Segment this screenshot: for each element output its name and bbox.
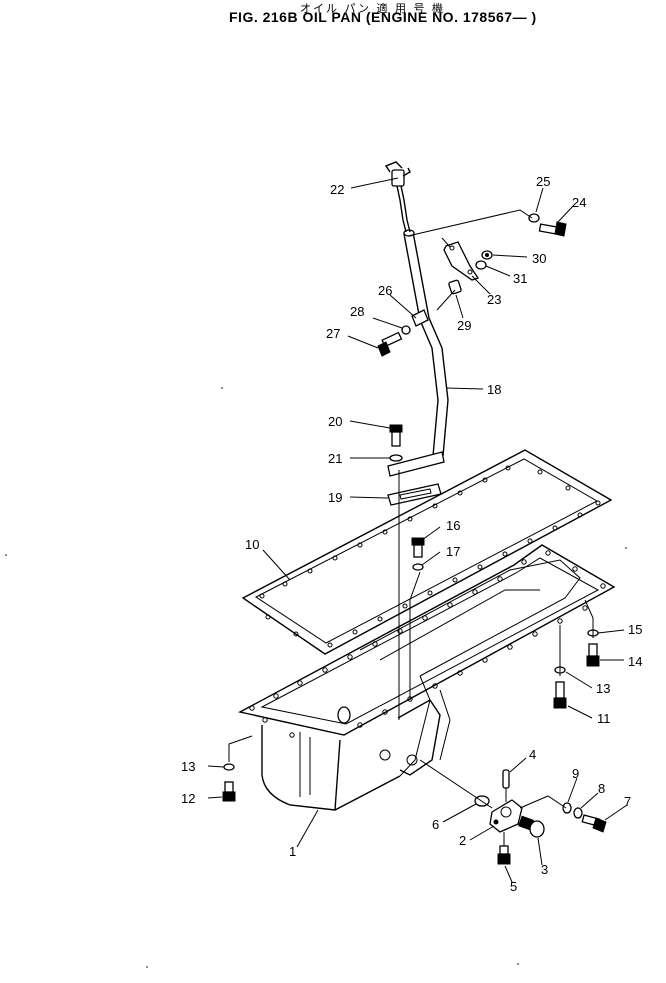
nut-30 xyxy=(481,250,493,260)
spacer xyxy=(448,279,462,295)
washer-17 xyxy=(412,563,424,571)
callout-4: 4 xyxy=(529,747,536,762)
callout-14: 14 xyxy=(628,654,642,669)
callout-29: 29 xyxy=(457,318,471,333)
bolt-12 xyxy=(222,781,236,802)
callout-26: 26 xyxy=(378,283,392,298)
callout-19: 19 xyxy=(328,490,342,505)
washer-13-left xyxy=(223,763,235,771)
washer-28 xyxy=(401,325,411,335)
bolt-24 xyxy=(538,221,567,237)
drain-cover-2 xyxy=(489,799,523,833)
callout-5: 5 xyxy=(510,879,517,894)
washer-25 xyxy=(528,213,540,223)
callout-9: 9 xyxy=(572,766,579,781)
dipstick-gauge xyxy=(384,161,411,233)
callout-1: 1 xyxy=(289,844,296,859)
figure-title: FIG. 216B OIL PAN (ENGINE NO. 178567— ) xyxy=(229,9,537,25)
callout-30: 30 xyxy=(532,251,546,266)
guide-tube-gasket xyxy=(387,483,442,506)
washer-9 xyxy=(562,802,572,814)
callout-6: 6 xyxy=(432,817,439,832)
leader-lines xyxy=(207,177,628,883)
bolt-11 xyxy=(553,681,567,709)
drain-plug-3 xyxy=(518,815,545,838)
pin-4 xyxy=(502,769,510,789)
callout-23: 23 xyxy=(487,292,501,307)
callout-15: 15 xyxy=(628,622,642,637)
callout-12: 12 xyxy=(181,791,195,806)
plug-5 xyxy=(497,845,511,865)
tube-clamp xyxy=(411,309,429,327)
callout-27: 27 xyxy=(326,326,340,341)
callout-13-right: 13 xyxy=(596,681,610,696)
callout-7: 7 xyxy=(624,794,631,809)
bolt-20 xyxy=(389,424,403,447)
bolt-7 xyxy=(581,814,607,833)
washer-21 xyxy=(389,454,403,462)
callout-2: 2 xyxy=(459,833,466,848)
callout-18: 18 xyxy=(487,382,501,397)
washer-8 xyxy=(573,807,583,819)
callout-8: 8 xyxy=(598,781,605,796)
callout-13-left: 13 xyxy=(181,759,195,774)
oil-pan-gasket xyxy=(241,449,613,655)
bolt-16 xyxy=(411,537,425,558)
callout-17: 17 xyxy=(446,544,460,559)
callout-25: 25 xyxy=(536,174,550,189)
callout-31: 31 xyxy=(513,271,527,286)
scan-specks xyxy=(5,387,627,968)
callout-24: 24 xyxy=(572,195,586,210)
japanese-subtitle: オイル パン 適 用 号 機 xyxy=(300,2,446,15)
callout-21: 21 xyxy=(328,451,342,466)
callout-3: 3 xyxy=(541,862,548,877)
callout-20: 20 xyxy=(328,414,342,429)
washer-31 xyxy=(475,260,487,270)
tube-support-bracket xyxy=(443,241,480,281)
oil-pan xyxy=(238,544,616,811)
callout-11: 11 xyxy=(597,711,611,726)
bolt-27 xyxy=(377,331,403,357)
callout-labels: 1 2 3 4 5 6 7 8 9 10 11 12 13 13 14 15 1… xyxy=(181,174,642,894)
callout-10: 10 xyxy=(245,537,259,552)
bolt-14 xyxy=(586,643,600,667)
callout-16: 16 xyxy=(446,518,460,533)
callout-22: 22 xyxy=(330,182,344,197)
callout-28: 28 xyxy=(350,304,364,319)
